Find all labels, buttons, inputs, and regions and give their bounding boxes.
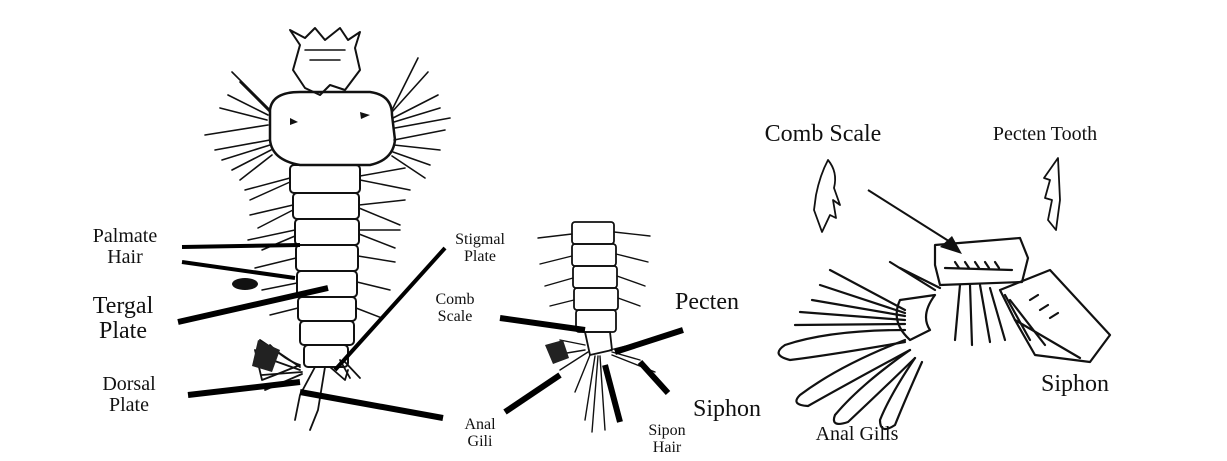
dorsal-plate-label-line1: Dorsal: [70, 374, 188, 395]
stigmal-plate-label: Stigmal Plate: [430, 232, 530, 266]
palmate-hair-label-line2: Hair: [66, 247, 184, 268]
anal-gili-label-line1: Anal: [440, 417, 520, 434]
siphon-detail-label: Siphon: [1010, 372, 1140, 397]
tergal-plate-label-line2: Plate: [64, 319, 182, 344]
anal-gills-label: Anal Gills: [782, 424, 932, 445]
siphon-label-terminal-text: Siphon: [672, 397, 782, 422]
siphon-label-terminal: Siphon: [672, 397, 782, 422]
dorsal-plate-label-line2: Plate: [70, 395, 188, 416]
pecten-label: Pecten: [652, 290, 762, 315]
sipon-hair-label: Sipon Hair: [622, 423, 712, 457]
anal-gills-label-text: Anal Gills: [782, 424, 932, 445]
anal-gili-label-line2: Gili: [440, 434, 520, 451]
comb-scale-label: Comb Scale: [405, 292, 505, 326]
palmate-hair-label: Palmate Hair: [66, 226, 184, 268]
comb-scale-label-line1: Comb: [405, 292, 505, 309]
larva-drawing: [205, 28, 450, 430]
sipon-hair-label-line2: Hair: [622, 440, 712, 457]
dorsal-plate-label: Dorsal Plate: [70, 374, 188, 416]
tergal-plate-label: Tergal Plate: [64, 294, 182, 344]
comb-scale-label-line2: Scale: [405, 309, 505, 326]
sipon-hair-label-line1: Sipon: [622, 423, 712, 440]
pecten-label-text: Pecten: [652, 290, 762, 315]
tergal-plate-label-line1: Tergal: [64, 294, 182, 319]
comb-scale-detail-label-text: Comb Scale: [738, 122, 908, 147]
stigmal-plate-label-line1: Stigmal: [430, 232, 530, 249]
terminal-leader-lines: [500, 318, 683, 422]
anal-gili-label: Anal Gili: [440, 417, 520, 451]
stigmal-plate-label-line2: Plate: [430, 249, 530, 266]
siphon-detail-label-text: Siphon: [1010, 372, 1140, 397]
pecten-tooth-label-text: Pecten Tooth: [955, 124, 1135, 145]
comb-scale-detail-label: Comb Scale: [738, 122, 908, 147]
pecten-tooth-label: Pecten Tooth: [955, 124, 1135, 145]
palmate-hair-label-line1: Palmate: [66, 226, 184, 247]
